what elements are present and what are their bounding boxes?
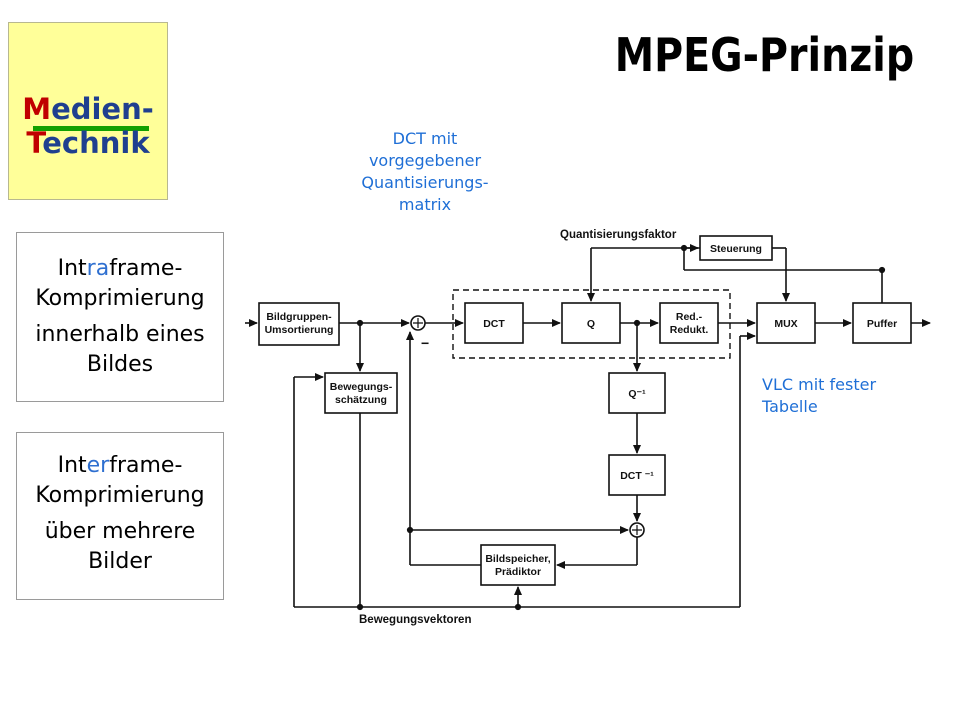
intraframe-heading: Intraframe- <box>57 256 183 281</box>
bildspeicher-label-2: Prädiktor <box>495 566 541 578</box>
page-title: MPEG-Prinzip <box>614 28 914 82</box>
bildgruppen-label-1: Bildgruppen- <box>266 311 332 323</box>
dct-annotation: DCT mit vorgegebener Quantisierungs- mat… <box>340 128 510 216</box>
q-label: Q <box>587 318 595 330</box>
dct-annotation-line: matrix <box>398 195 452 214</box>
bewegungsvektoren-label: Bewegungsvektoren <box>359 614 471 626</box>
bewegung-label-1: Bewegungs- <box>330 381 393 393</box>
qinv-label: Q⁻¹ <box>628 388 646 400</box>
red-label-1: Red.- <box>676 311 703 323</box>
steuerung-label: Steuerung <box>710 243 762 255</box>
bildspeicher-label-1: Bildspeicher, <box>485 553 550 565</box>
interframe-heading-2: Komprimierung <box>35 483 205 508</box>
intraframe-desc-1: innerhalb eines <box>35 322 205 347</box>
logo-underline <box>33 126 149 131</box>
puffer-label: Puffer <box>867 318 897 330</box>
red-label-2: Redukt. <box>670 324 709 336</box>
bildspeicher-block <box>480 544 556 586</box>
interframe-heading: Interframe- <box>57 453 183 478</box>
red-block <box>659 302 719 344</box>
mux-label: MUX <box>774 318 797 330</box>
vlc-annotation: VLC mit fester Tabelle <box>762 374 876 418</box>
quantisierungsfaktor-label: Quantisierungsfaktor <box>560 229 677 241</box>
interframe-desc-2: Bilder <box>88 549 152 574</box>
intraframe-heading-2: Komprimierung <box>35 286 205 311</box>
dct-annotation-line: Quantisierungs- <box>361 173 489 192</box>
vlc-annotation-line: VLC mit fester <box>762 375 877 394</box>
minus-sign: − <box>421 335 429 351</box>
dct-annotation-line: DCT mit <box>392 129 458 148</box>
intraframe-desc-2: Bildes <box>86 352 154 377</box>
bildgruppen-block <box>258 302 340 346</box>
bewegung-block <box>324 372 398 414</box>
logo-line1: Medien- <box>22 92 154 126</box>
dct-annotation-line: vorgegebener <box>368 151 482 170</box>
interframe-box: Interframe- Komprimierung über mehrere B… <box>16 432 224 600</box>
dctinv-label: DCT ⁻¹ <box>620 470 654 482</box>
bewegung-label-2: schätzung <box>335 394 387 406</box>
logo-line2: Technik <box>26 126 150 160</box>
intraframe-box: Intraframe- Komprimierung innerhalb eine… <box>16 232 224 402</box>
logo-medientechnik: Medien- Technik <box>8 22 168 200</box>
dct-frame-dashed <box>452 289 731 359</box>
bildgruppen-label-2: Umsortierung <box>265 324 334 336</box>
vlc-annotation-line: Tabelle <box>762 397 818 416</box>
dct-label: DCT <box>483 318 505 330</box>
interframe-desc-1: über mehrere <box>44 519 196 544</box>
